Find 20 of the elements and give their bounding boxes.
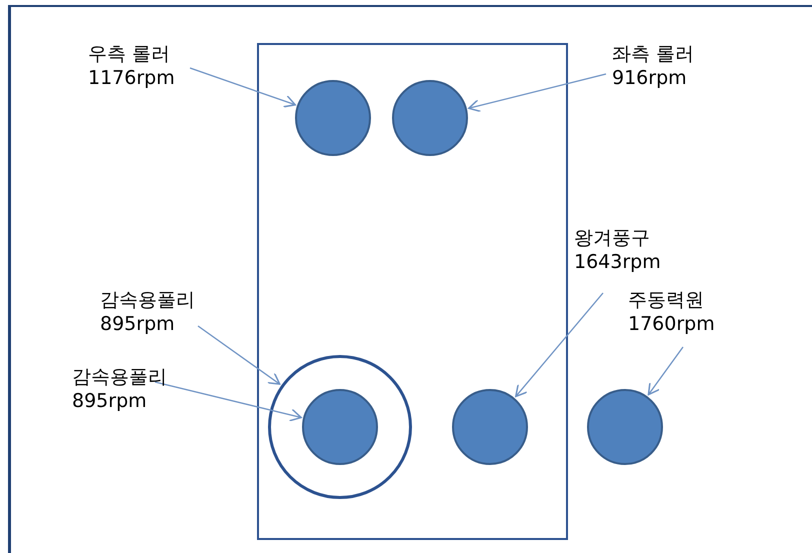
leader-line: [190, 67, 296, 108]
part-name: 감속용풀리: [72, 365, 167, 389]
part-name: 주동력원: [628, 288, 704, 312]
speed-value: 1760rpm: [628, 312, 715, 336]
speed-value: 895rpm: [100, 312, 175, 336]
leader-line: [154, 381, 302, 422]
pulley-ring: [268, 354, 412, 498]
part-name: 좌측 롤러: [612, 42, 694, 66]
part-name: 우측 롤러: [88, 42, 170, 66]
leader-line: [515, 292, 604, 398]
speed-value: 1176rpm: [88, 66, 175, 90]
speed-value: 916rpm: [612, 66, 687, 90]
part-name: 감속용풀리: [100, 288, 195, 312]
part-name: 왕겨풍구: [574, 226, 650, 250]
speed-value: 1643rpm: [574, 250, 661, 274]
leader-line: [468, 73, 606, 112]
speed-value: 895rpm: [72, 389, 147, 413]
frame-rectangle: [257, 43, 568, 540]
leader-line: [198, 325, 280, 385]
leader-line: [648, 346, 684, 396]
